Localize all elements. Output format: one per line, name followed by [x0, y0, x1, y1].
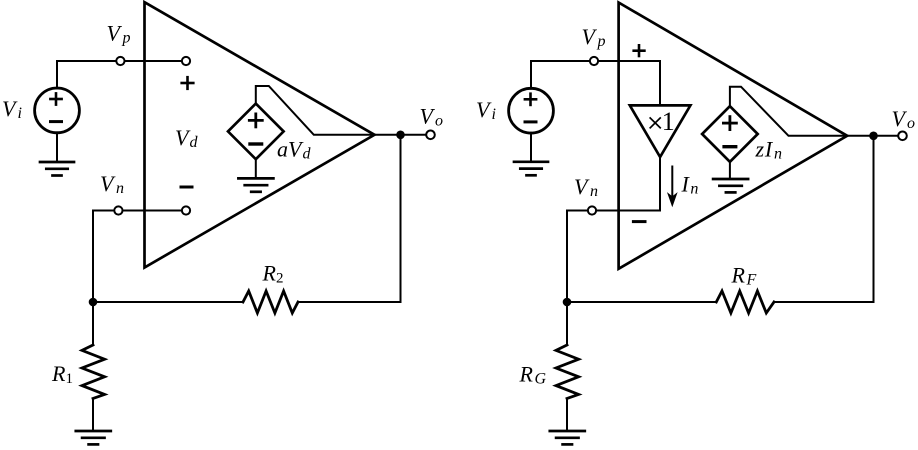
svg-text:1: 1 — [662, 107, 675, 136]
